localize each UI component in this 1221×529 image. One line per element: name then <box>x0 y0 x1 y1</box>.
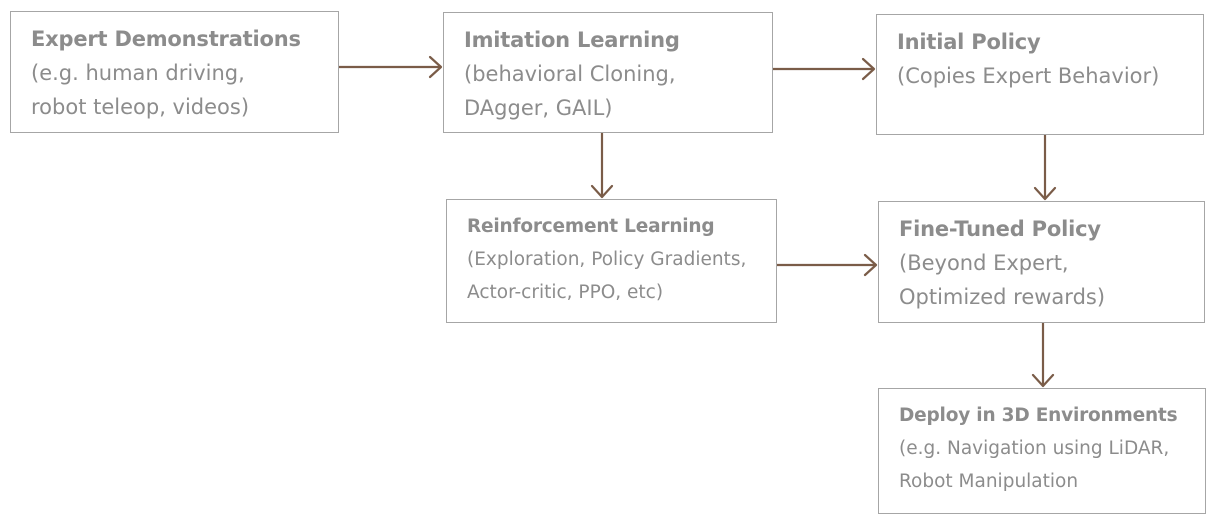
node-title: Expert Demonstrations <box>31 27 301 51</box>
arrowhead-expert-to-imitation <box>428 55 443 79</box>
node-text-line: (behavioral Cloning, <box>464 62 676 86</box>
node-text-line: (Exploration, Policy Gradients, <box>467 249 747 270</box>
node-deploy-3d-environments: Deploy in 3D Environments (e.g. Navigati… <box>878 388 1206 514</box>
node-text-line: (e.g. human driving, <box>31 61 245 85</box>
node-text-line: Actor-critic, PPO, etc) <box>467 282 664 303</box>
node-title: Deploy in 3D Environments <box>899 405 1178 426</box>
node-title: Fine-Tuned Policy <box>899 217 1101 241</box>
node-text-line: DAgger, GAIL) <box>464 96 613 120</box>
node-title: Imitation Learning <box>464 28 680 52</box>
node-initial-policy: Initial Policy (Copies Expert Behavior) <box>876 14 1204 135</box>
arrowhead-finetuned-to-deploy <box>1031 373 1055 388</box>
node-text-line: (Copies Expert Behavior) <box>897 64 1160 88</box>
node-text-line: Optimized rewards) <box>899 285 1106 309</box>
node-expert-demonstrations: Expert Demonstrations (e.g. human drivin… <box>10 11 339 133</box>
arrowhead-initial-to-finetuned <box>1033 186 1057 201</box>
node-fine-tuned-policy: Fine-Tuned Policy (Beyond Expert, Optimi… <box>878 201 1205 323</box>
node-title: Reinforcement Learning <box>467 216 715 237</box>
node-text-line: (e.g. Navigation using LiDAR, <box>899 438 1170 459</box>
node-text-line: robot teleop, videos) <box>31 95 250 119</box>
node-imitation-learning: Imitation Learning (behavioral Cloning, … <box>443 12 773 133</box>
node-reinforcement-learning: Reinforcement Learning (Exploration, Pol… <box>446 199 777 323</box>
arrowhead-imitation-to-reinforcement <box>590 184 614 199</box>
node-text-line: (Beyond Expert, <box>899 251 1069 275</box>
node-title: Initial Policy <box>897 30 1041 54</box>
arrowhead-imitation-to-initial <box>861 57 876 81</box>
node-text-line: Robot Manipulation <box>899 471 1079 492</box>
arrowhead-reinforcement-to-finetuned <box>863 253 878 277</box>
